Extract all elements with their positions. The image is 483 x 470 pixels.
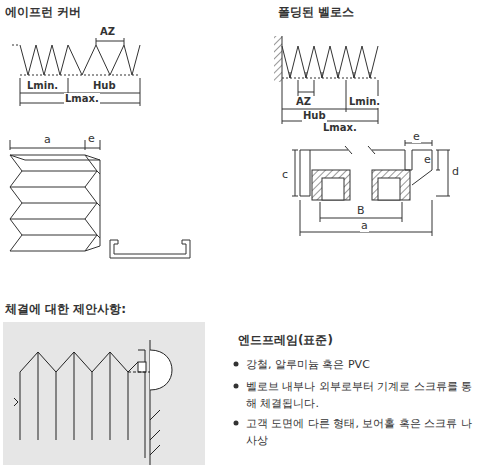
dimension-label: Hub <box>92 80 117 92</box>
dimension-label: a <box>44 133 51 146</box>
section-title: 체결에 대한 제안사항: <box>5 302 126 316</box>
section-title: 에이프런 커버 <box>5 5 81 19</box>
dimension-label: a <box>360 219 369 232</box>
dimension-label: e <box>424 153 431 166</box>
dimension-label: Lmax. <box>64 93 100 105</box>
bullet-text: 벨로브 내부나 외부로부터 기계로 스크류를 통해 체결됩니다. <box>246 378 478 412</box>
dimension-label: e <box>412 130 421 143</box>
dimension-label: Lmax. <box>322 122 358 134</box>
section-title: 엔드프레임(표준) <box>238 333 333 347</box>
dimension-label: AZ <box>296 96 311 108</box>
section-title: 폴딩된 벨로스 <box>278 5 354 19</box>
dimension-label: d <box>451 165 460 178</box>
dimension-label: Lmin. <box>348 96 381 108</box>
dimension-label: Lmin. <box>26 80 59 92</box>
bullet-text: 강철, 알루미늄 혹은 PVC <box>246 356 478 373</box>
dimension-label: B <box>356 204 366 217</box>
dimension-label: e <box>88 132 95 145</box>
dimension-label: Hub <box>302 110 327 122</box>
dimension-label: AZ <box>100 26 115 38</box>
bullet-text: 고객 도면에 다른 형태, 보어홀 혹은 스크류 나사상 <box>246 415 478 449</box>
dimension-label: c <box>281 168 289 181</box>
